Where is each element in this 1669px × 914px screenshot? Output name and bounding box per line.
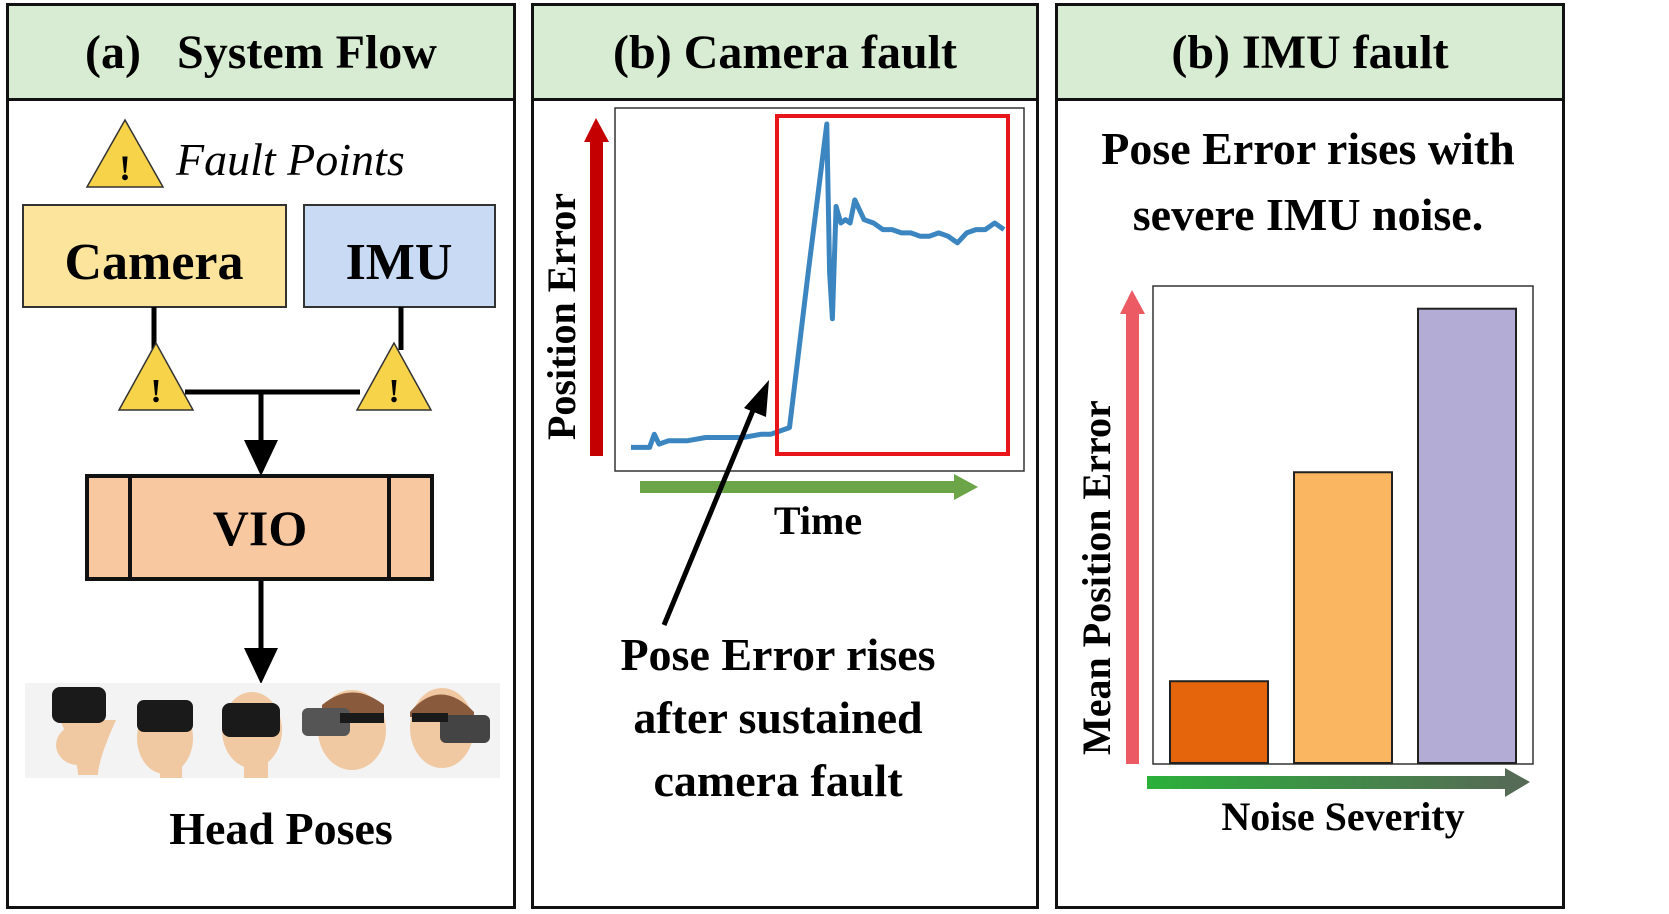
bar-low: [1169, 680, 1269, 765]
bar-x-axis-label: Noise Severity: [1221, 794, 1464, 839]
arrow-to-vio-icon: [244, 440, 278, 476]
camera-fault-warning-icon: !: [117, 341, 195, 411]
annotation-line-3: camera fault: [653, 755, 903, 806]
position-error-line: [631, 121, 1006, 450]
panel-b-title: (b) Camera fault: [534, 6, 1036, 101]
caption-line-1: Pose Error rises with: [1101, 123, 1515, 174]
x-axis-label: Time: [774, 498, 862, 543]
svg-text:!: !: [388, 373, 399, 410]
bar-medium: [1293, 471, 1393, 764]
x-axis-arrow-icon: [1147, 768, 1530, 797]
y-axis-arrow-icon: [584, 118, 609, 456]
head-pose-5-icon: [410, 688, 490, 768]
head-pose-1-icon: [52, 687, 116, 775]
svg-text:!: !: [119, 148, 131, 188]
head-poses-label: Head Poses: [169, 803, 393, 854]
bar-y-axis-label: Mean Position Error: [1074, 400, 1119, 755]
annotation-arrow-icon: [661, 380, 769, 626]
panel-a-title: (a) System Flow: [9, 6, 513, 101]
fault-points-label: Fault Points: [175, 134, 405, 185]
head-pose-3-icon: [222, 692, 282, 778]
imu-box: [303, 204, 496, 308]
bar-series-group: [1169, 307, 1517, 765]
annotation-line-1: Pose Error rises: [620, 629, 935, 680]
svg-text:!: !: [150, 373, 161, 410]
head-pose-2-icon: [137, 700, 193, 778]
flow-connectors: [151, 307, 404, 655]
y-axis-arrow-icon: [1120, 290, 1145, 764]
line-series-group: [631, 121, 1006, 450]
imu-fault-warning-icon: !: [355, 341, 433, 411]
warning-icon: !: [85, 118, 165, 188]
camera-fault-highlight: [775, 114, 1010, 456]
camera-label: Camera: [64, 234, 243, 291]
bar-high: [1417, 307, 1517, 764]
head-pose-4-icon: [302, 690, 386, 770]
camera-box: [22, 204, 287, 308]
imu-label: IMU: [346, 234, 453, 291]
annotation-line-2: after sustained: [633, 692, 923, 743]
panel-c-title: (b) IMU fault: [1058, 6, 1562, 101]
y-axis-label: Position Error: [539, 193, 584, 440]
vio-box: [85, 474, 434, 581]
arrow-to-head-poses-icon: [244, 648, 278, 684]
caption-line-2: severe IMU noise.: [1133, 189, 1483, 240]
vio-label: VIO: [213, 500, 307, 556]
